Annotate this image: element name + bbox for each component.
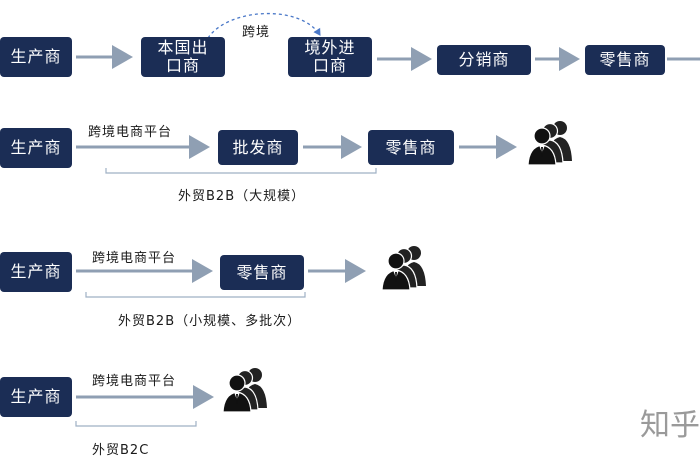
row4-producer-label: 生产商	[10, 387, 62, 406]
row3-producer-label: 生产商	[10, 262, 62, 281]
row4-platform-label: 跨境电商平台	[92, 374, 177, 389]
row3-platform-label: 跨境电商平台	[92, 251, 177, 266]
row2-wholesaler-label: 批发商	[232, 137, 284, 157]
row1-retailer-box: 零售商	[585, 45, 665, 75]
row3-retailer-label: 零售商	[236, 262, 288, 282]
row2-retailer-label: 零售商	[385, 137, 437, 157]
row3-consumer-group-icon	[381, 246, 426, 290]
row1-crossborder-curve	[207, 12, 321, 39]
row3-retailer-box: 零售商	[220, 255, 304, 290]
row2-bracket	[105, 168, 377, 174]
row2-retailer-box: 零售商	[368, 130, 454, 165]
row1-exporter-label-1: 本国出	[157, 38, 209, 57]
row4-bracket	[75, 421, 197, 427]
zhihu-watermark: 知乎	[640, 408, 700, 443]
row3-producer-box: 生产商	[0, 252, 72, 292]
row2-producer-label: 生产商	[10, 138, 62, 157]
row4-bracket-label: 外贸B2C	[92, 443, 150, 458]
row4-producer-box: 生产商	[0, 377, 72, 417]
row1-exporter-box: 本国出 口商	[141, 37, 225, 77]
row2-consumer-group-icon	[527, 121, 572, 165]
row4-consumer-group-icon	[222, 368, 267, 412]
row1-crossborder-label: 跨境	[242, 25, 271, 40]
row1-producer-label: 生产商	[10, 47, 62, 66]
row3-bracket-label: 外贸B2B（小规模、多批次）	[118, 314, 302, 329]
row1-distributor-box: 分销商	[437, 45, 531, 75]
row1-exporter-label-2: 口商	[165, 56, 200, 75]
row1-producer-box: 生产商	[0, 37, 72, 77]
row3-bracket	[85, 292, 306, 298]
row2-bracket-label: 外贸B2B（大规模）	[178, 189, 306, 204]
row2-wholesaler-box: 批发商	[218, 130, 298, 165]
row1-importer-label-2: 口商	[312, 56, 347, 75]
row1-importer-box: 境外进 口商	[288, 37, 372, 77]
row1-distributor-label: 分销商	[458, 50, 510, 69]
row2-platform-label: 跨境电商平台	[88, 125, 173, 140]
row1-retailer-label: 零售商	[599, 50, 651, 69]
row2-producer-box: 生产商	[0, 128, 72, 168]
row1-importer-label-1: 境外进	[304, 38, 356, 57]
